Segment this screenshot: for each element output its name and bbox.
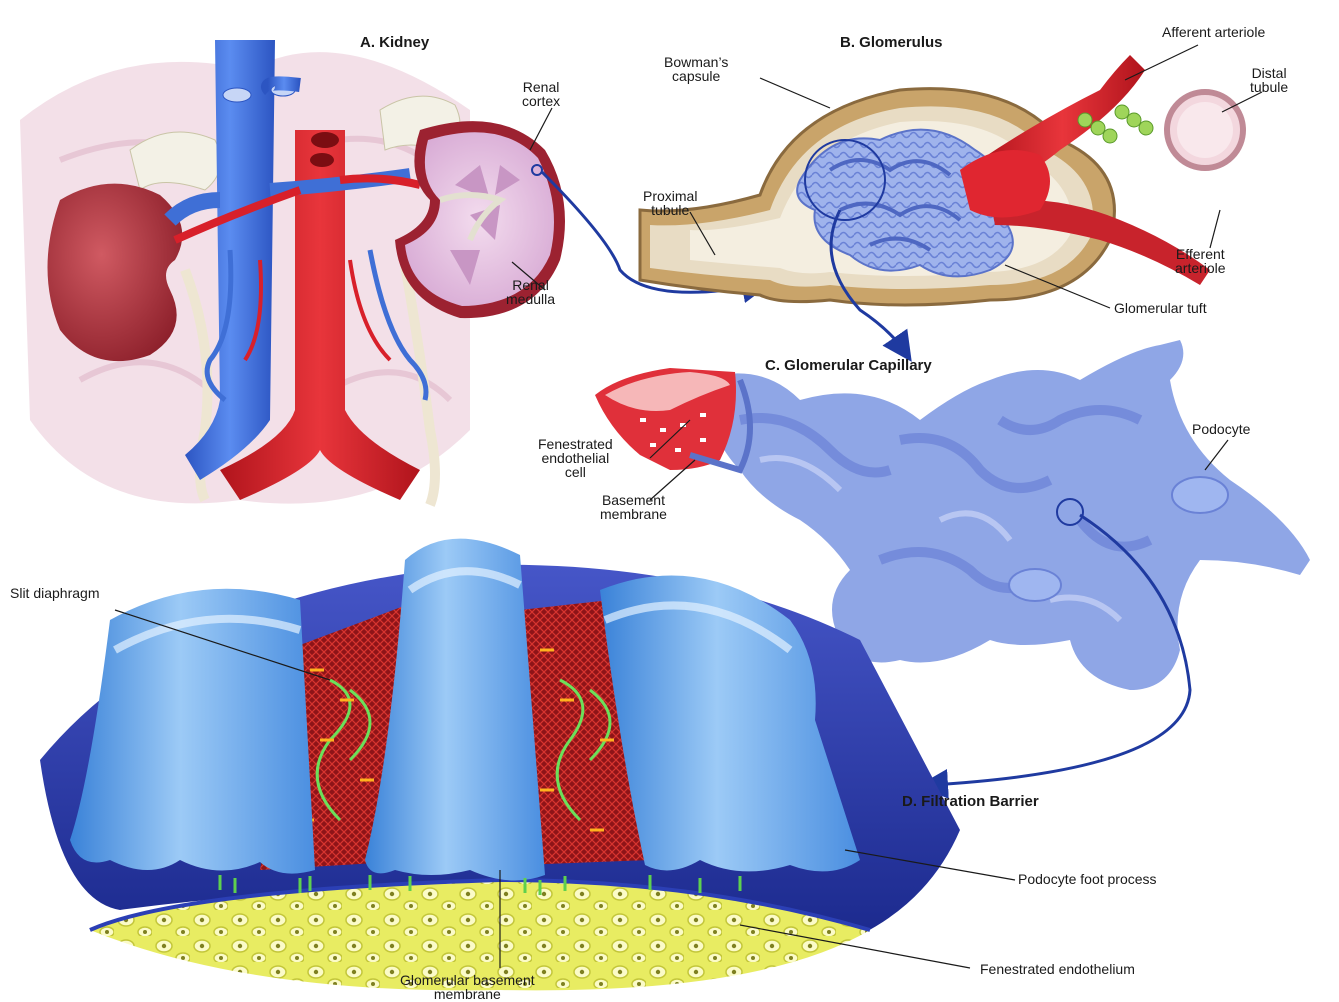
label-distal-tubule: Distal tubule <box>1250 66 1288 94</box>
label-glomerular-basement-membrane: Glomerular basement membrane <box>400 973 535 1001</box>
title-kidney: A. Kidney <box>360 36 429 50</box>
label-efferent-arteriole: Efferent arteriole <box>1175 247 1226 275</box>
label-podocyte-foot-process: Podocyte foot process <box>1018 872 1157 886</box>
label-renal-cortex: Renal cortex <box>522 80 560 108</box>
title-filtration-barrier: D. Filtration Barrier <box>902 795 1039 809</box>
label-bowmans-capsule: Bowman’s capsule <box>664 55 728 83</box>
label-slit-diaphragm: Slit diaphragm <box>10 586 100 600</box>
kidney-panel <box>20 40 565 505</box>
left-kidney <box>48 184 183 362</box>
label-renal-medulla: Renal medulla <box>506 278 555 306</box>
label-fenestrated-endothelial-cell: Fenestrated endothelial cell <box>538 437 613 479</box>
foot-process-1 <box>70 589 315 874</box>
title-glomerular-capillary: C. Glomerular Capillary <box>765 359 932 373</box>
label-afferent-arteriole: Afferent arteriole <box>1162 25 1265 39</box>
label-glomerular-tuft: Glomerular tuft <box>1114 301 1207 315</box>
glomerulus-panel <box>640 55 1243 305</box>
label-fenestrated-endothelium: Fenestrated endothelium <box>980 962 1135 976</box>
podocyte-cell-body <box>1172 477 1228 513</box>
label-proximal-tubule: Proximal tubule <box>643 189 697 217</box>
label-basement-membrane: Basement membrane <box>600 493 667 521</box>
title-glomerulus: B. Glomerulus <box>840 36 943 50</box>
label-podocyte: Podocyte <box>1192 422 1250 436</box>
